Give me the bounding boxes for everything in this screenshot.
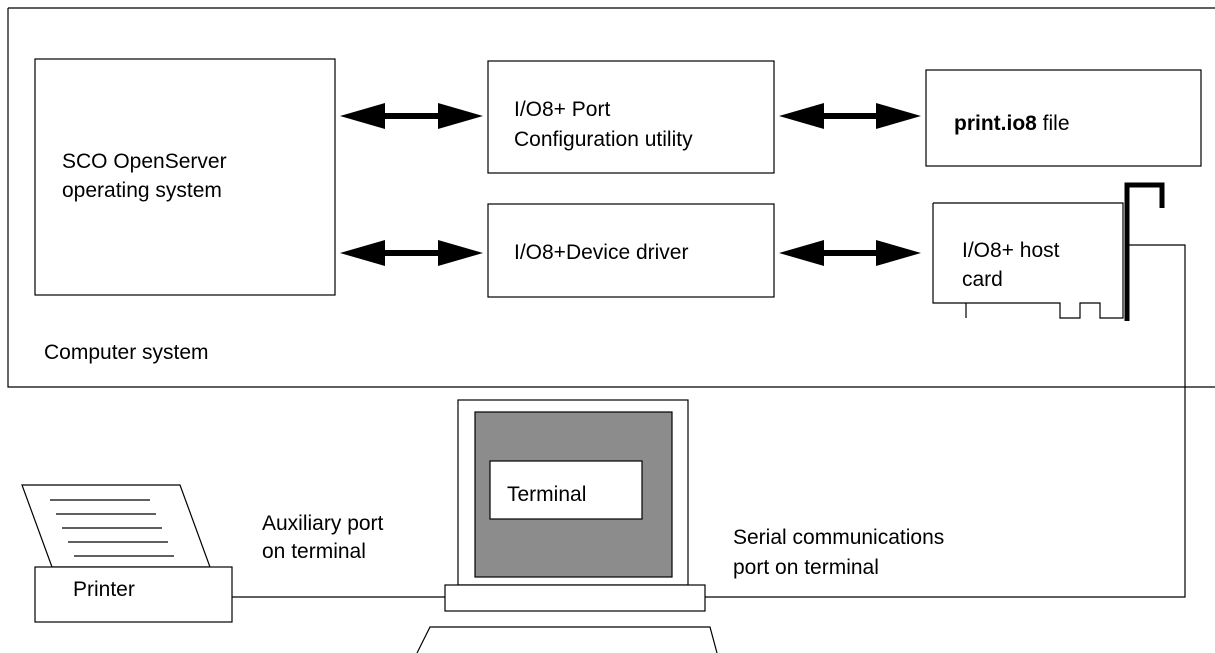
computer-system-boundary xyxy=(7,7,1215,388)
print-file-suffix: file xyxy=(1036,112,1070,135)
computer-system-label: Computer system xyxy=(44,341,209,364)
device-driver-box xyxy=(487,203,775,298)
terminal-label-box xyxy=(489,460,643,520)
card-bracket xyxy=(1124,182,1165,321)
os-box xyxy=(34,58,336,296)
printer-label: Printer xyxy=(73,578,135,601)
terminal-keyboard xyxy=(416,626,718,653)
serial-port-label-line1: Serial communications xyxy=(733,526,945,549)
auxiliary-port-label-line2: on terminal xyxy=(262,540,366,563)
terminal-label: Terminal xyxy=(507,483,587,506)
host-card-label-line2: card xyxy=(962,268,1003,291)
auxiliary-port-label-line1: Auxiliary port xyxy=(262,512,384,535)
terminal-base xyxy=(444,584,706,612)
printer-icon xyxy=(21,484,233,623)
arrow-os-config xyxy=(340,103,483,129)
config-utility-box xyxy=(487,60,775,174)
print-file-label: print.io8 file xyxy=(954,110,1070,137)
device-driver-label: I/O8+Device driver xyxy=(514,241,689,264)
config-utility-label-line1: I/O8+ Port xyxy=(514,98,611,121)
host-card xyxy=(932,202,1124,319)
config-utility-label-line2: Configuration utility xyxy=(514,128,693,151)
host-card-label-line1: I/O8+ host xyxy=(962,239,1060,262)
os-label-line2: operating system xyxy=(62,179,222,202)
arrow-os-driver xyxy=(340,240,483,266)
serial-cable xyxy=(705,244,1186,598)
print-file-name: print.io8 xyxy=(954,112,1037,135)
os-label-line1: SCO OpenServer xyxy=(62,150,227,173)
arrow-config-file xyxy=(779,103,921,129)
serial-port-label-line2: port on terminal xyxy=(733,556,879,579)
print-file-box xyxy=(925,69,1202,167)
arrow-driver-card xyxy=(779,240,921,266)
